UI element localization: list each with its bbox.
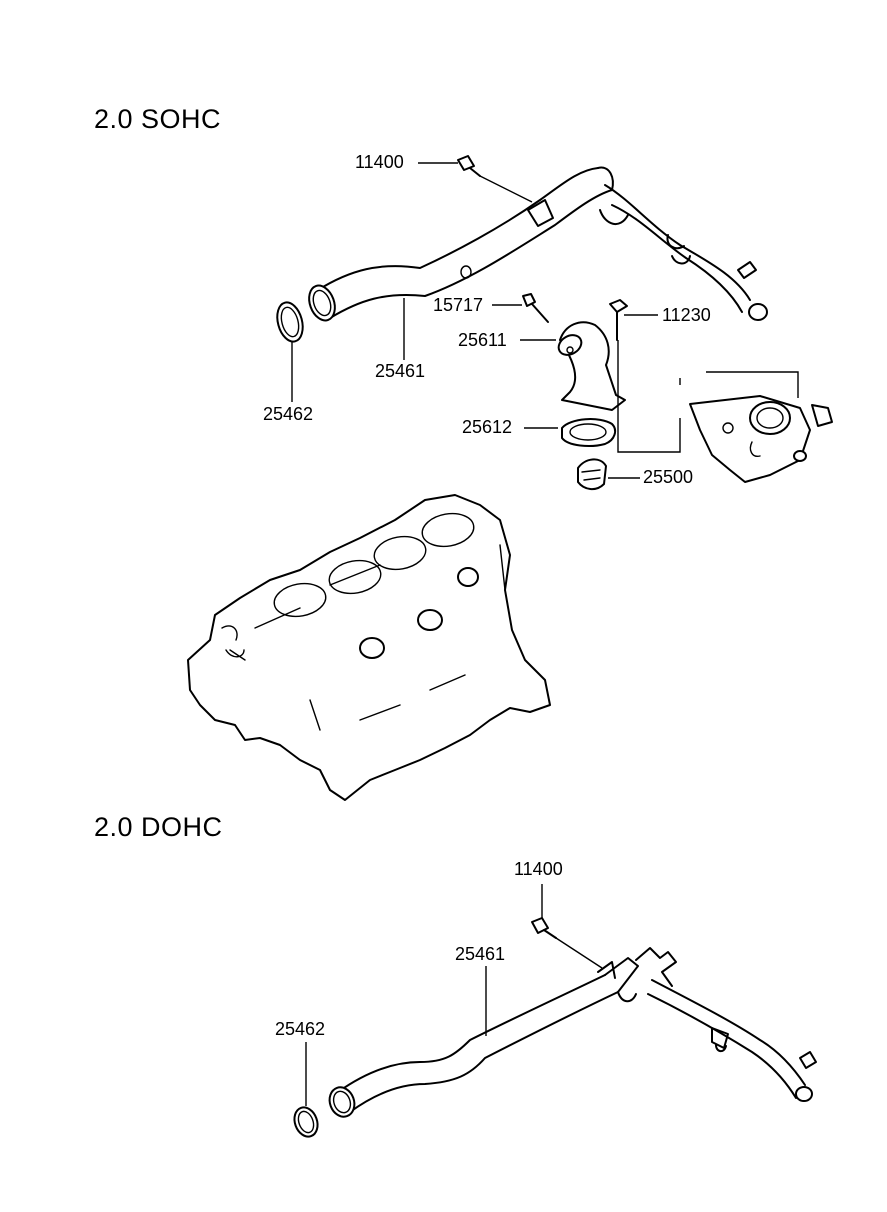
sohc-thermostat (577, 458, 607, 490)
sohc-leader-11230 (617, 314, 681, 453)
dohc-label-25461: 25461 (455, 944, 506, 964)
sohc-label-11400: 11400 (355, 152, 404, 172)
dohc-section-title: 2.0 DOHC (94, 812, 223, 842)
dohc-bolt-11400 (531, 917, 557, 939)
dohc-water-pipe (328, 947, 817, 1118)
sohc-label-25462: 25462 (263, 404, 314, 424)
dohc-label-11400: 11400 (514, 859, 563, 879)
sohc-water-pipe (308, 166, 768, 322)
dohc-leader-11400 (541, 884, 603, 969)
dohc-oring (293, 1106, 319, 1138)
sohc-oring (276, 301, 304, 343)
sohc-bolt-11400 (457, 155, 481, 177)
sohc-gasket (561, 418, 617, 447)
sohc-label-25612: 25612 (462, 417, 513, 437)
sohc-label-11230: 11230 (662, 305, 711, 325)
engine-block (187, 494, 551, 801)
dohc-label-25462: 25462 (275, 1019, 326, 1039)
sohc-label-25461: 25461 (375, 361, 426, 381)
sohc-leader-11400 (418, 162, 533, 203)
sohc-bolt-11230 (609, 299, 628, 341)
sohc-label-15717: 15717 (433, 295, 484, 315)
sohc-section-title: 2.0 SOHC (94, 104, 222, 134)
sohc-outlet-elbow (557, 321, 626, 411)
sohc-label-25611: 25611 (458, 330, 507, 350)
sohc-label-25500: 25500 (643, 467, 694, 487)
sohc-bolt-15717 (522, 293, 549, 323)
sohc-thermostat-housing (679, 371, 833, 483)
